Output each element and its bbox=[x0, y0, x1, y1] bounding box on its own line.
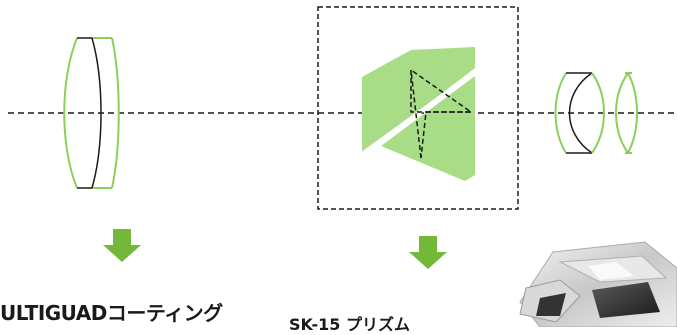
eyepiece-concave-surface bbox=[568, 72, 593, 154]
prism-assembly bbox=[360, 47, 477, 181]
prism-light-path-upper bbox=[410, 69, 474, 113]
coating-label: ULTIGUADコーティング bbox=[0, 301, 223, 325]
prism-label: SK-15 プリズム bbox=[289, 315, 411, 334]
prism-box bbox=[317, 6, 519, 210]
prism-photo bbox=[519, 241, 677, 327]
prism-light-path-lower bbox=[420, 111, 471, 159]
objective-lens-group bbox=[63, 37, 120, 189]
objective-rear-lens bbox=[111, 37, 120, 189]
optical-diagram bbox=[8, 6, 677, 327]
arrow-down-icon bbox=[409, 236, 447, 269]
eyepiece-rear-lens bbox=[615, 72, 629, 154]
objective-front-lens bbox=[63, 37, 78, 189]
eyepiece-lens-group bbox=[554, 72, 638, 154]
arrow-down-icon bbox=[103, 229, 141, 262]
upper-prism bbox=[362, 47, 475, 154]
lower-prism bbox=[381, 76, 475, 181]
objective-cemented-surface bbox=[91, 37, 102, 189]
eyepiece-front-lens bbox=[554, 72, 567, 154]
